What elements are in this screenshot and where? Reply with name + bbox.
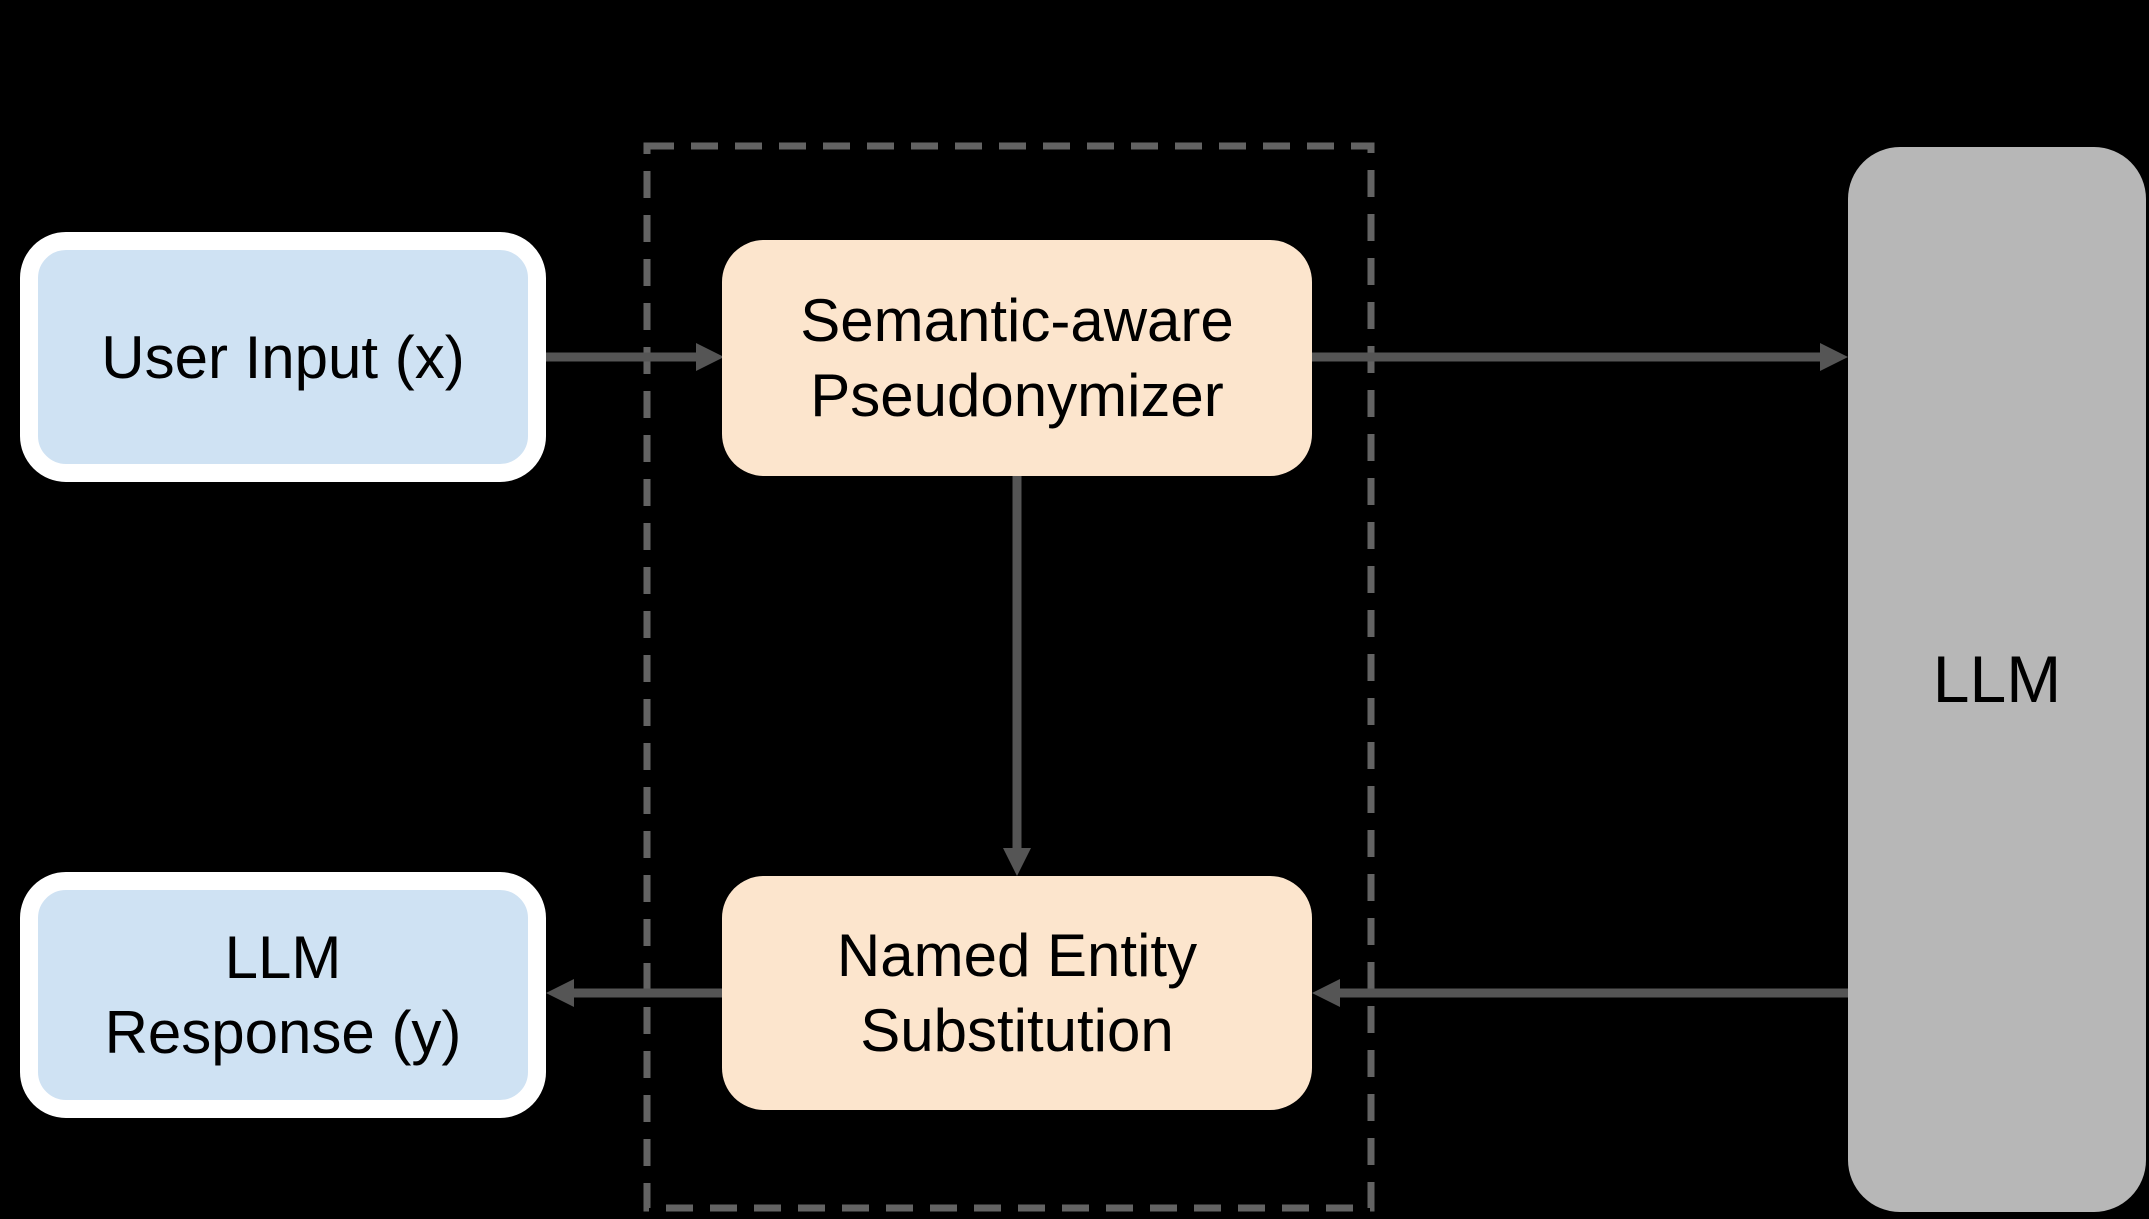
node-pseudonymizer-label-line1: Semantic-aware — [800, 287, 1234, 354]
arrow-pseudonymizer-to-llm — [1312, 343, 1848, 371]
node-llm-response-label-line2: Response (y) — [104, 999, 462, 1066]
arrow-user-input-to-pseudonymizer — [546, 343, 724, 371]
node-semantic-aware-pseudonymizer: Semantic-aware Pseudonymizer — [722, 240, 1312, 476]
node-named-entity-label-line1: Named Entity — [836, 922, 1198, 989]
arrow-pseudonymizer-to-named-entity — [1003, 476, 1031, 876]
node-llm: LLM — [1848, 147, 2146, 1212]
node-llm-response: LLM Response (y) — [20, 872, 546, 1118]
arrow-llm-to-named-entity — [1312, 979, 1848, 1007]
node-user-input-label: User Input (x) — [101, 323, 465, 391]
node-llm-response-label-line1: LLM — [224, 924, 342, 991]
node-llm-label: LLM — [1932, 642, 2062, 717]
node-user-input: User Input (x) — [20, 232, 546, 482]
pseudonymization-module-boundary — [643, 142, 1375, 1212]
arrow-named-entity-to-llm-response — [546, 979, 722, 1007]
node-named-entity-label-line2: Substitution — [860, 997, 1174, 1064]
node-pseudonymizer-label-line2: Pseudonymizer — [810, 362, 1224, 429]
node-named-entity-substitution: Named Entity Substitution — [722, 876, 1312, 1110]
